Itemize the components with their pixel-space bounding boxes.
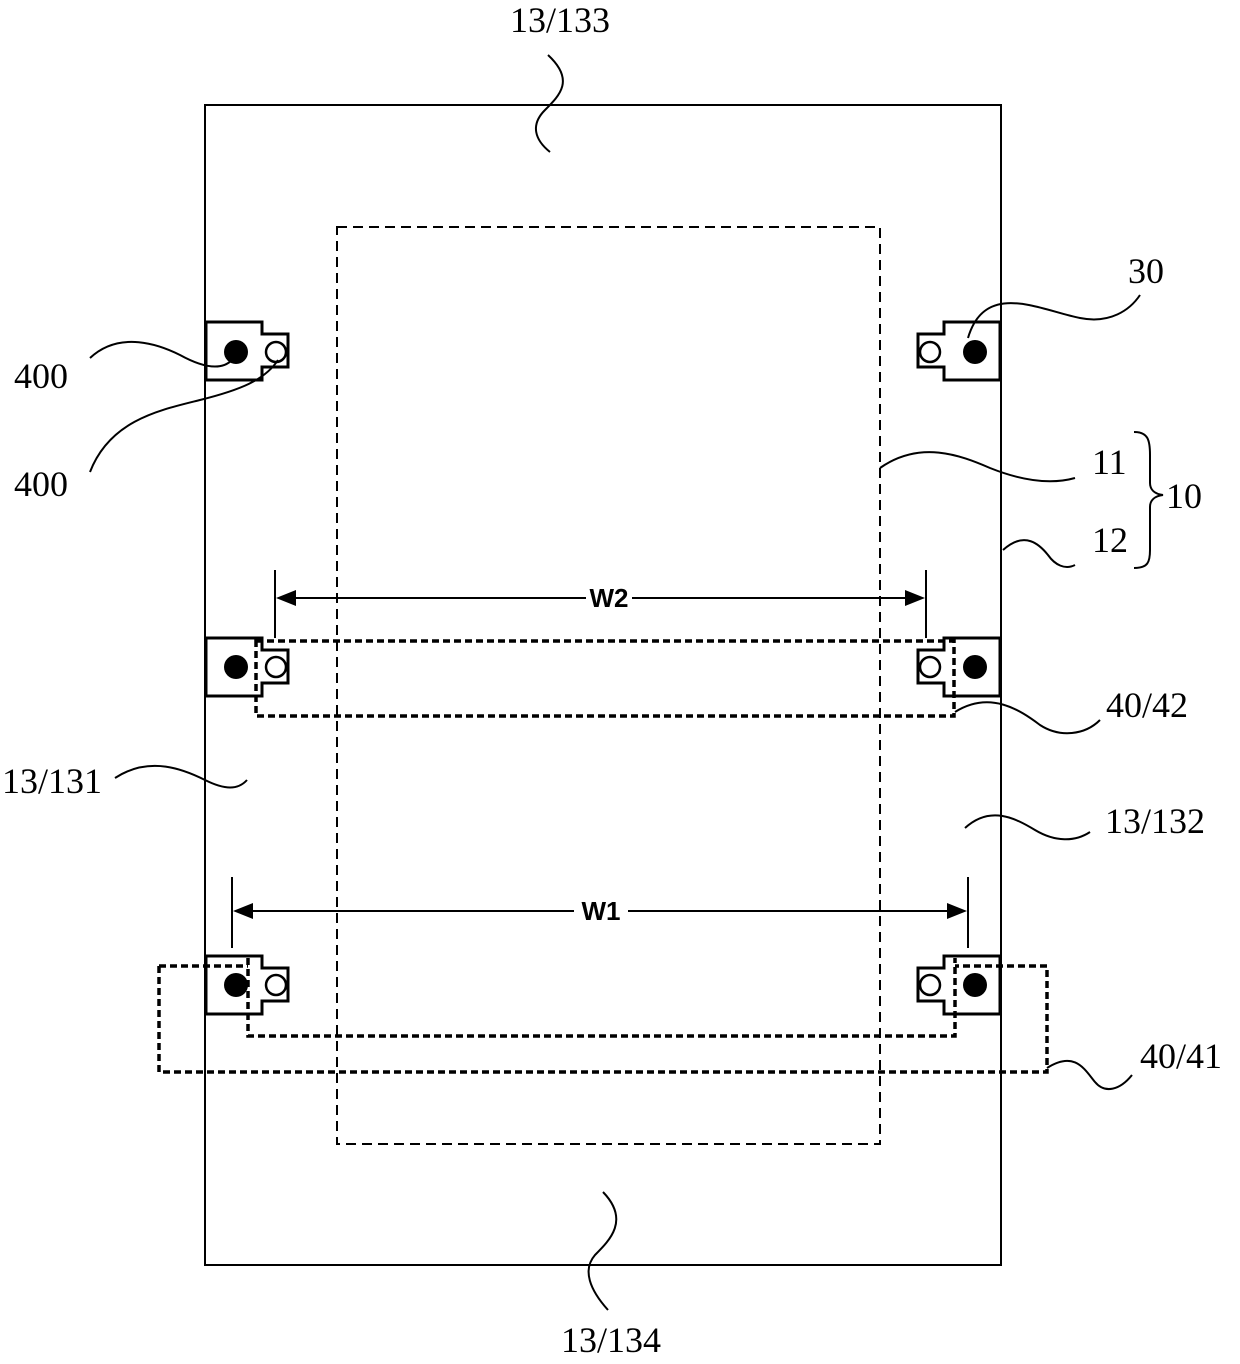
leader-bottom <box>589 1192 617 1310</box>
leader-131 <box>115 766 247 788</box>
label-400-b: 400 <box>14 464 68 504</box>
inner-dashed-region <box>337 227 880 1144</box>
label-11: 11 <box>1092 442 1127 482</box>
label-400-a: 400 <box>14 356 68 396</box>
label-top: 13/133 <box>510 0 610 40</box>
pad-right-row2 <box>918 638 1000 696</box>
leader-11 <box>880 452 1075 481</box>
leader-12 <box>1003 540 1075 567</box>
label-w2: W2 <box>590 583 629 613</box>
leader-132 <box>965 815 1090 839</box>
label-left-side: 13/131 <box>2 761 102 801</box>
pad-left-row1 <box>206 322 288 380</box>
label-12: 12 <box>1092 520 1128 560</box>
label-40-42: 40/42 <box>1106 685 1188 725</box>
label-bottom: 13/134 <box>561 1320 661 1360</box>
leader-40-42 <box>955 702 1100 733</box>
pad-left-row2 <box>206 638 288 696</box>
label-10: 10 <box>1166 476 1202 516</box>
leader-top <box>536 55 563 152</box>
outer-substrate-rect <box>205 105 1001 1265</box>
label-w1: W1 <box>582 896 621 926</box>
leader-40-41 <box>1047 1061 1132 1089</box>
pad-right-row1 <box>918 322 1000 380</box>
connector-40-42 <box>256 641 954 716</box>
label-component-30: 30 <box>1128 251 1164 291</box>
connector-40-41-outer <box>159 966 1047 1072</box>
label-40-41: 40/41 <box>1140 1036 1222 1076</box>
connector-40-41-inner <box>248 958 955 1036</box>
label-right-side: 13/132 <box>1105 801 1205 841</box>
bracket-10 <box>1134 432 1163 568</box>
